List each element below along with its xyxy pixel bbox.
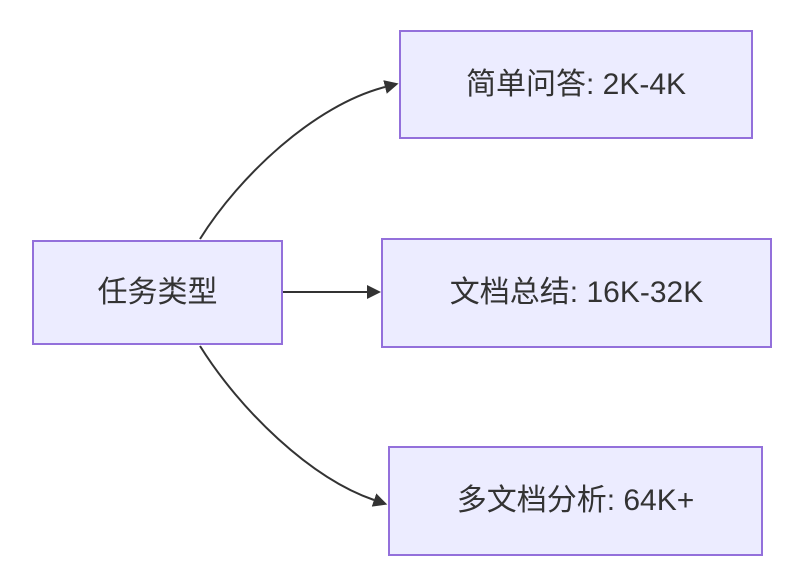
node-multi-doc-label: 多文档分析: 64K+ <box>456 484 695 517</box>
node-doc-summary: 文档总结: 16K-32K <box>381 238 772 348</box>
node-simple-qa-label: 简单问答: 2K-4K <box>465 67 687 101</box>
node-multi-doc: 多文档分析: 64K+ <box>388 446 763 556</box>
edge-task-to-multi-doc <box>199 345 388 507</box>
node-task-type-label: 任务类型 <box>97 275 218 309</box>
node-task-type: 任务类型 <box>32 240 283 345</box>
edge-task-to-simple-qa <box>199 80 399 240</box>
node-doc-summary-label: 文档总结: 16K-32K <box>449 276 704 309</box>
node-simple-qa: 简单问答: 2K-4K <box>399 30 753 139</box>
